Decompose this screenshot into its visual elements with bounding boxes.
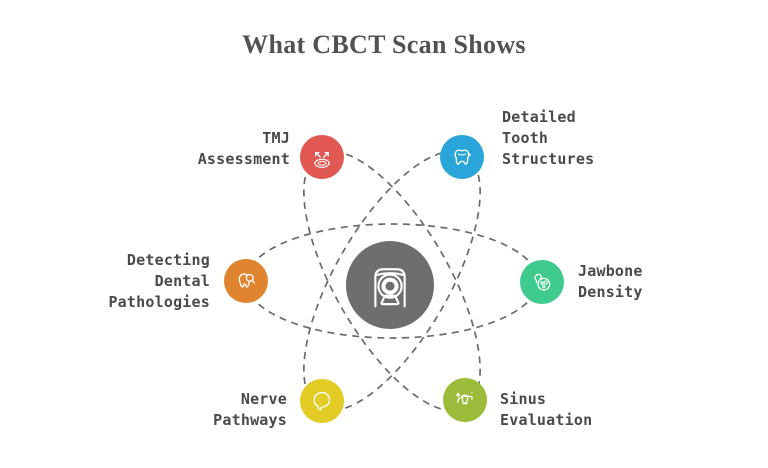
page-title: What CBCT Scan Shows [242,30,526,59]
tooth-magnifier-icon [238,273,256,288]
label-sinus-evaluation: Sinus Evaluation [500,390,593,429]
label-detecting-dental-pathologies: Detecting Dental Pathologies [108,251,210,311]
label-nerve-pathways: Nerve Pathways [213,390,287,429]
node-detailed-tooth-structures [440,135,484,179]
tmj-jaw-arrows-icon [314,151,330,168]
node-tmj-assessment [300,135,344,179]
center-node-cbct-scanner [346,241,434,329]
label-detailed-tooth-structures: Detailed Tooth Structures [502,108,595,168]
molar-tooth-icon [454,149,471,165]
sinus-sparkle-icon [455,392,473,405]
head-profile-nerve-icon [313,391,331,411]
label-tmj-assessment: TMJ Assessment [197,129,290,168]
label-jawbone-density: Jawbone Density [578,262,643,301]
node-sinus-evaluation [443,378,487,422]
node-jawbone-density [520,260,564,304]
bone-density-icon [534,273,551,291]
cbct-scanner-icon [374,268,406,308]
node-nerve-pathways [300,379,344,423]
node-detecting-dental-pathologies [224,259,268,303]
